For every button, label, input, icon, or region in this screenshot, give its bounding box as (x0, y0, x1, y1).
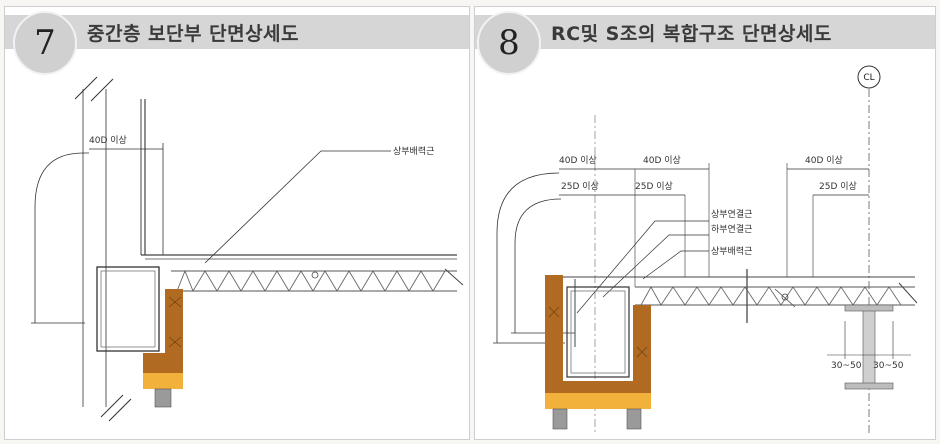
steel-beam-web (862, 306, 876, 388)
wood-grain (548, 306, 560, 318)
steel-beam-top-flange (844, 304, 894, 312)
wood-grain (168, 296, 182, 308)
break-mark (90, 78, 114, 102)
dim-30-50-label-2: 30~50 (873, 361, 904, 371)
panel-8-title: RC및 S조의 복합구조 단면상세도 (551, 23, 832, 45)
centerline-marker (857, 65, 881, 89)
bottom-connect-label: 하부연결근 (711, 224, 752, 235)
panel-7-banner (5, 15, 469, 49)
insulation-pad (545, 393, 651, 409)
anchorage-curve-outer (496, 172, 560, 343)
top-bar-leader (642, 250, 709, 280)
beam-stirrup (566, 286, 630, 378)
anchorage-curve-inner (514, 198, 562, 333)
top-connect-label: 상부연결근 (711, 209, 752, 220)
panel-7-title: 중간층 보단부 단면상세도 (87, 23, 300, 45)
wood-form-left (545, 275, 563, 381)
wood-form-bottom (545, 381, 651, 393)
break-mark (74, 76, 98, 100)
wood-grain (168, 336, 182, 348)
panel-7-number: 7 (13, 11, 77, 75)
rebar-hatch (774, 288, 796, 308)
label-25d-3: 25D 이상 (819, 181, 857, 192)
label-25d-2: 25D 이상 (635, 181, 673, 192)
deck-truss-web (640, 286, 902, 306)
deck-end-mark (898, 282, 918, 304)
beam-inner-line (570, 290, 626, 374)
rebar-section (781, 293, 789, 301)
label-25d-1: 25D 이상 (561, 181, 599, 192)
insulation-pad (143, 373, 183, 389)
top-bar-leader (204, 150, 322, 264)
dim-30-50-label-1: 30~50 (831, 361, 862, 371)
top-connect-leader (576, 220, 709, 314)
steel-support (154, 388, 172, 408)
centerline-label: CL (863, 73, 874, 83)
break-mark (108, 398, 132, 422)
panel-8: 8 RC및 S조의 복합구조 단면상세도 CL 40D 이상 40D 이상 40… (474, 6, 936, 440)
beam-inner-line (100, 270, 156, 348)
label-40d-3: 40D 이상 (805, 155, 843, 166)
top-bar-label: 상부배력근 (393, 145, 434, 157)
wood-form-vertical (165, 289, 183, 353)
panel-7-drawing: 40D 이상 상부배력근 (31, 76, 464, 422)
panel-7: 7 중간층 보단부 단면상세도 40D 이상 (4, 6, 470, 440)
panel-8-drawing: CL 40D 이상 40D 이상 40D 이상 25D 이상 25D 이상 25… (493, 65, 918, 433)
wood-form-right (633, 305, 651, 381)
panel-8-number: 8 (477, 11, 541, 75)
steel-support-right (626, 408, 642, 430)
deck-truss-web (176, 269, 446, 293)
top-bar-label: 상부배력근 (711, 245, 752, 257)
wood-grain (636, 346, 648, 358)
label-40d-1: 40D 이상 (559, 155, 597, 166)
beam-stirrup (96, 266, 160, 352)
steel-beam-bottom-flange (844, 382, 894, 390)
rebar-section (311, 271, 319, 279)
deck-end-mark (444, 268, 464, 286)
break-mark (100, 394, 124, 418)
anchorage-label: 40D 이상 (89, 135, 127, 146)
wood-form-bottom (143, 353, 183, 373)
steel-support-left (552, 408, 568, 430)
anchorage-curve (34, 152, 89, 323)
bottom-connect-leader (602, 234, 709, 298)
panel-8-banner (475, 15, 935, 49)
label-40d-2: 40D 이상 (643, 155, 681, 166)
